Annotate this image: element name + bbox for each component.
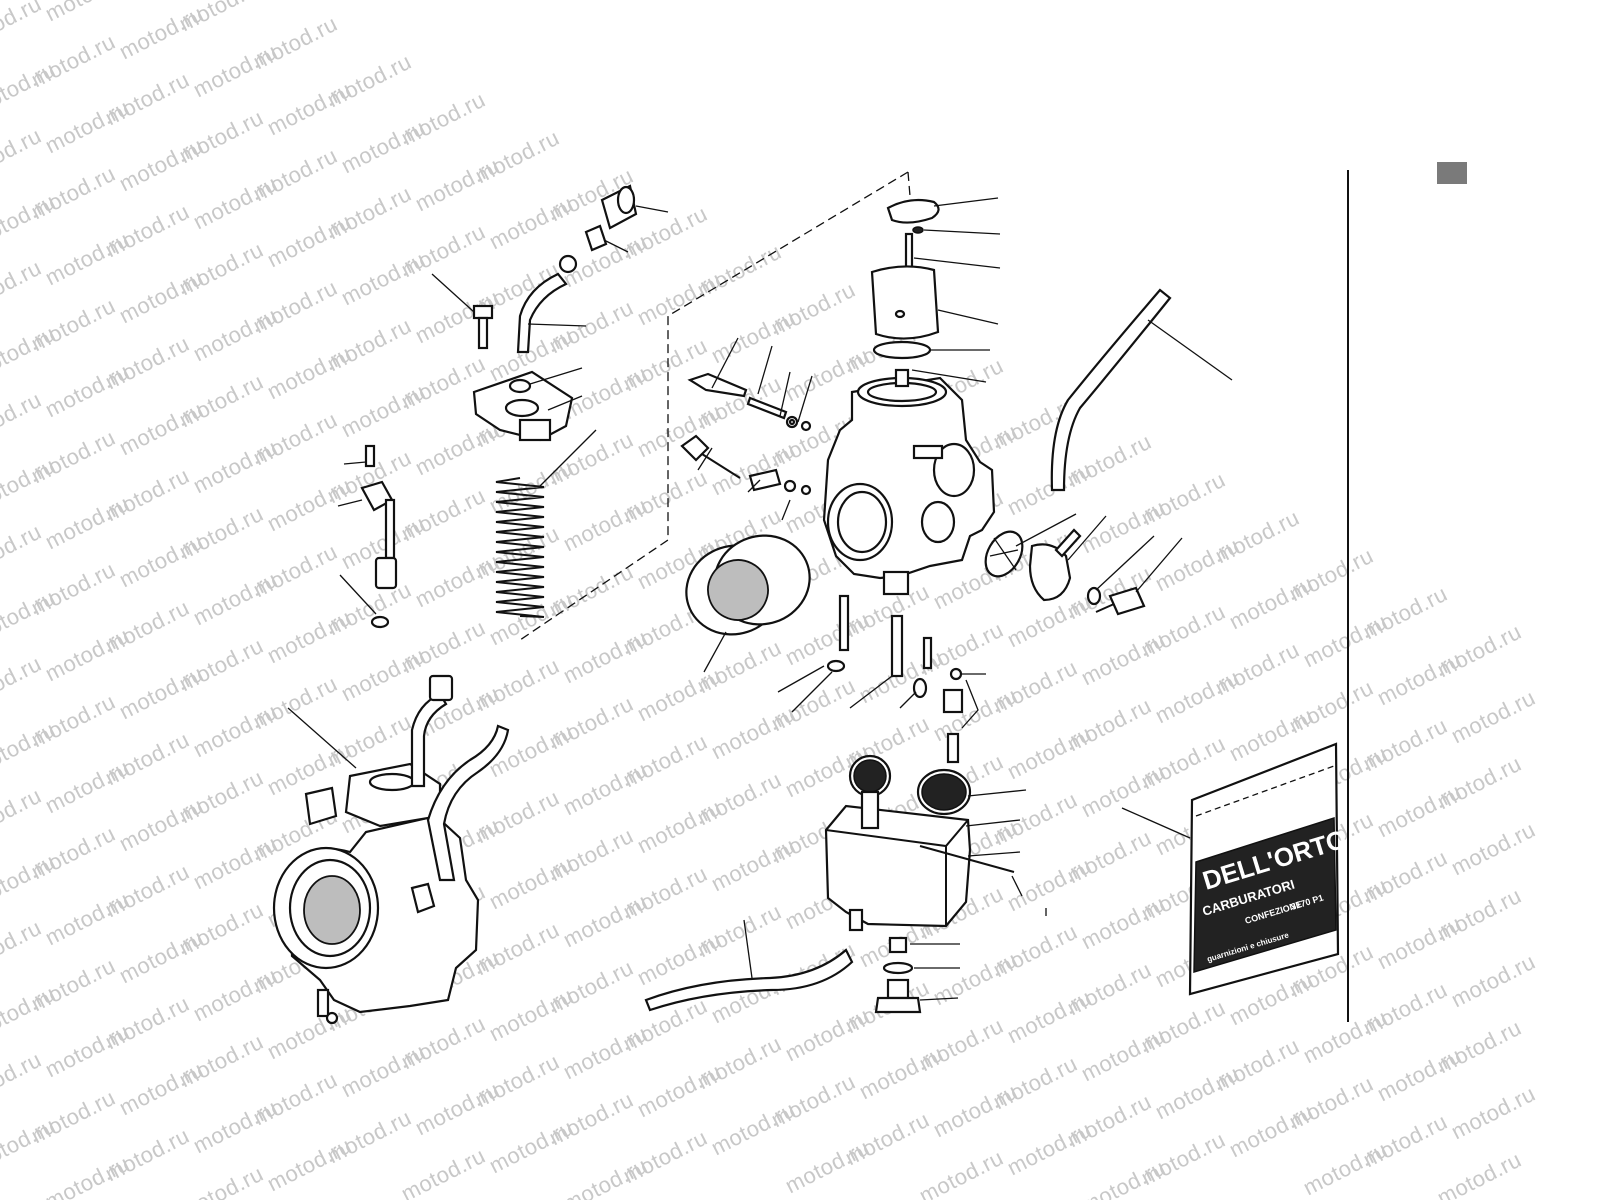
throttle-spring <box>495 477 545 618</box>
main-jet <box>942 667 986 764</box>
overflow-tube <box>1050 288 1233 492</box>
banjo-bolt <box>1095 586 1146 616</box>
mixing-chamber-cap <box>472 370 574 442</box>
banjo-washer <box>1086 586 1102 606</box>
callout-leaders-left <box>337 205 669 615</box>
choke-tube <box>516 272 568 354</box>
choke-cable-adjuster <box>558 184 638 274</box>
idle-screw <box>680 434 812 496</box>
intake-ring <box>685 534 811 673</box>
gasket-kit-package <box>1121 742 1340 996</box>
slide-gasket <box>872 340 932 360</box>
inlet-callouts <box>1015 513 1183 593</box>
explosion-boundary <box>519 171 911 641</box>
choke-plunger <box>360 444 398 629</box>
carburetor-body <box>822 368 996 596</box>
page-marker <box>1437 162 1467 184</box>
fuel-filter <box>984 530 1024 578</box>
float-right <box>916 768 972 816</box>
screw-callouts <box>697 337 813 521</box>
drain-hose <box>644 919 854 1012</box>
pilot-jet <box>899 636 933 709</box>
slide-callouts <box>911 197 1001 383</box>
float-pin <box>919 845 1015 873</box>
air-screw <box>687 372 812 432</box>
bowl-callouts <box>965 789 1047 916</box>
drain-plug-assembly <box>874 936 960 1014</box>
assembled-carburetor <box>272 674 510 1025</box>
cap-screw <box>472 304 494 350</box>
main-jet-holder <box>849 614 904 709</box>
slide-retainer-plate <box>886 198 940 234</box>
banjo-fitting <box>1028 528 1082 602</box>
float-bowl <box>824 804 972 932</box>
throttle-slide <box>870 265 940 340</box>
needle-jet <box>777 594 850 713</box>
float-left <box>848 754 892 830</box>
